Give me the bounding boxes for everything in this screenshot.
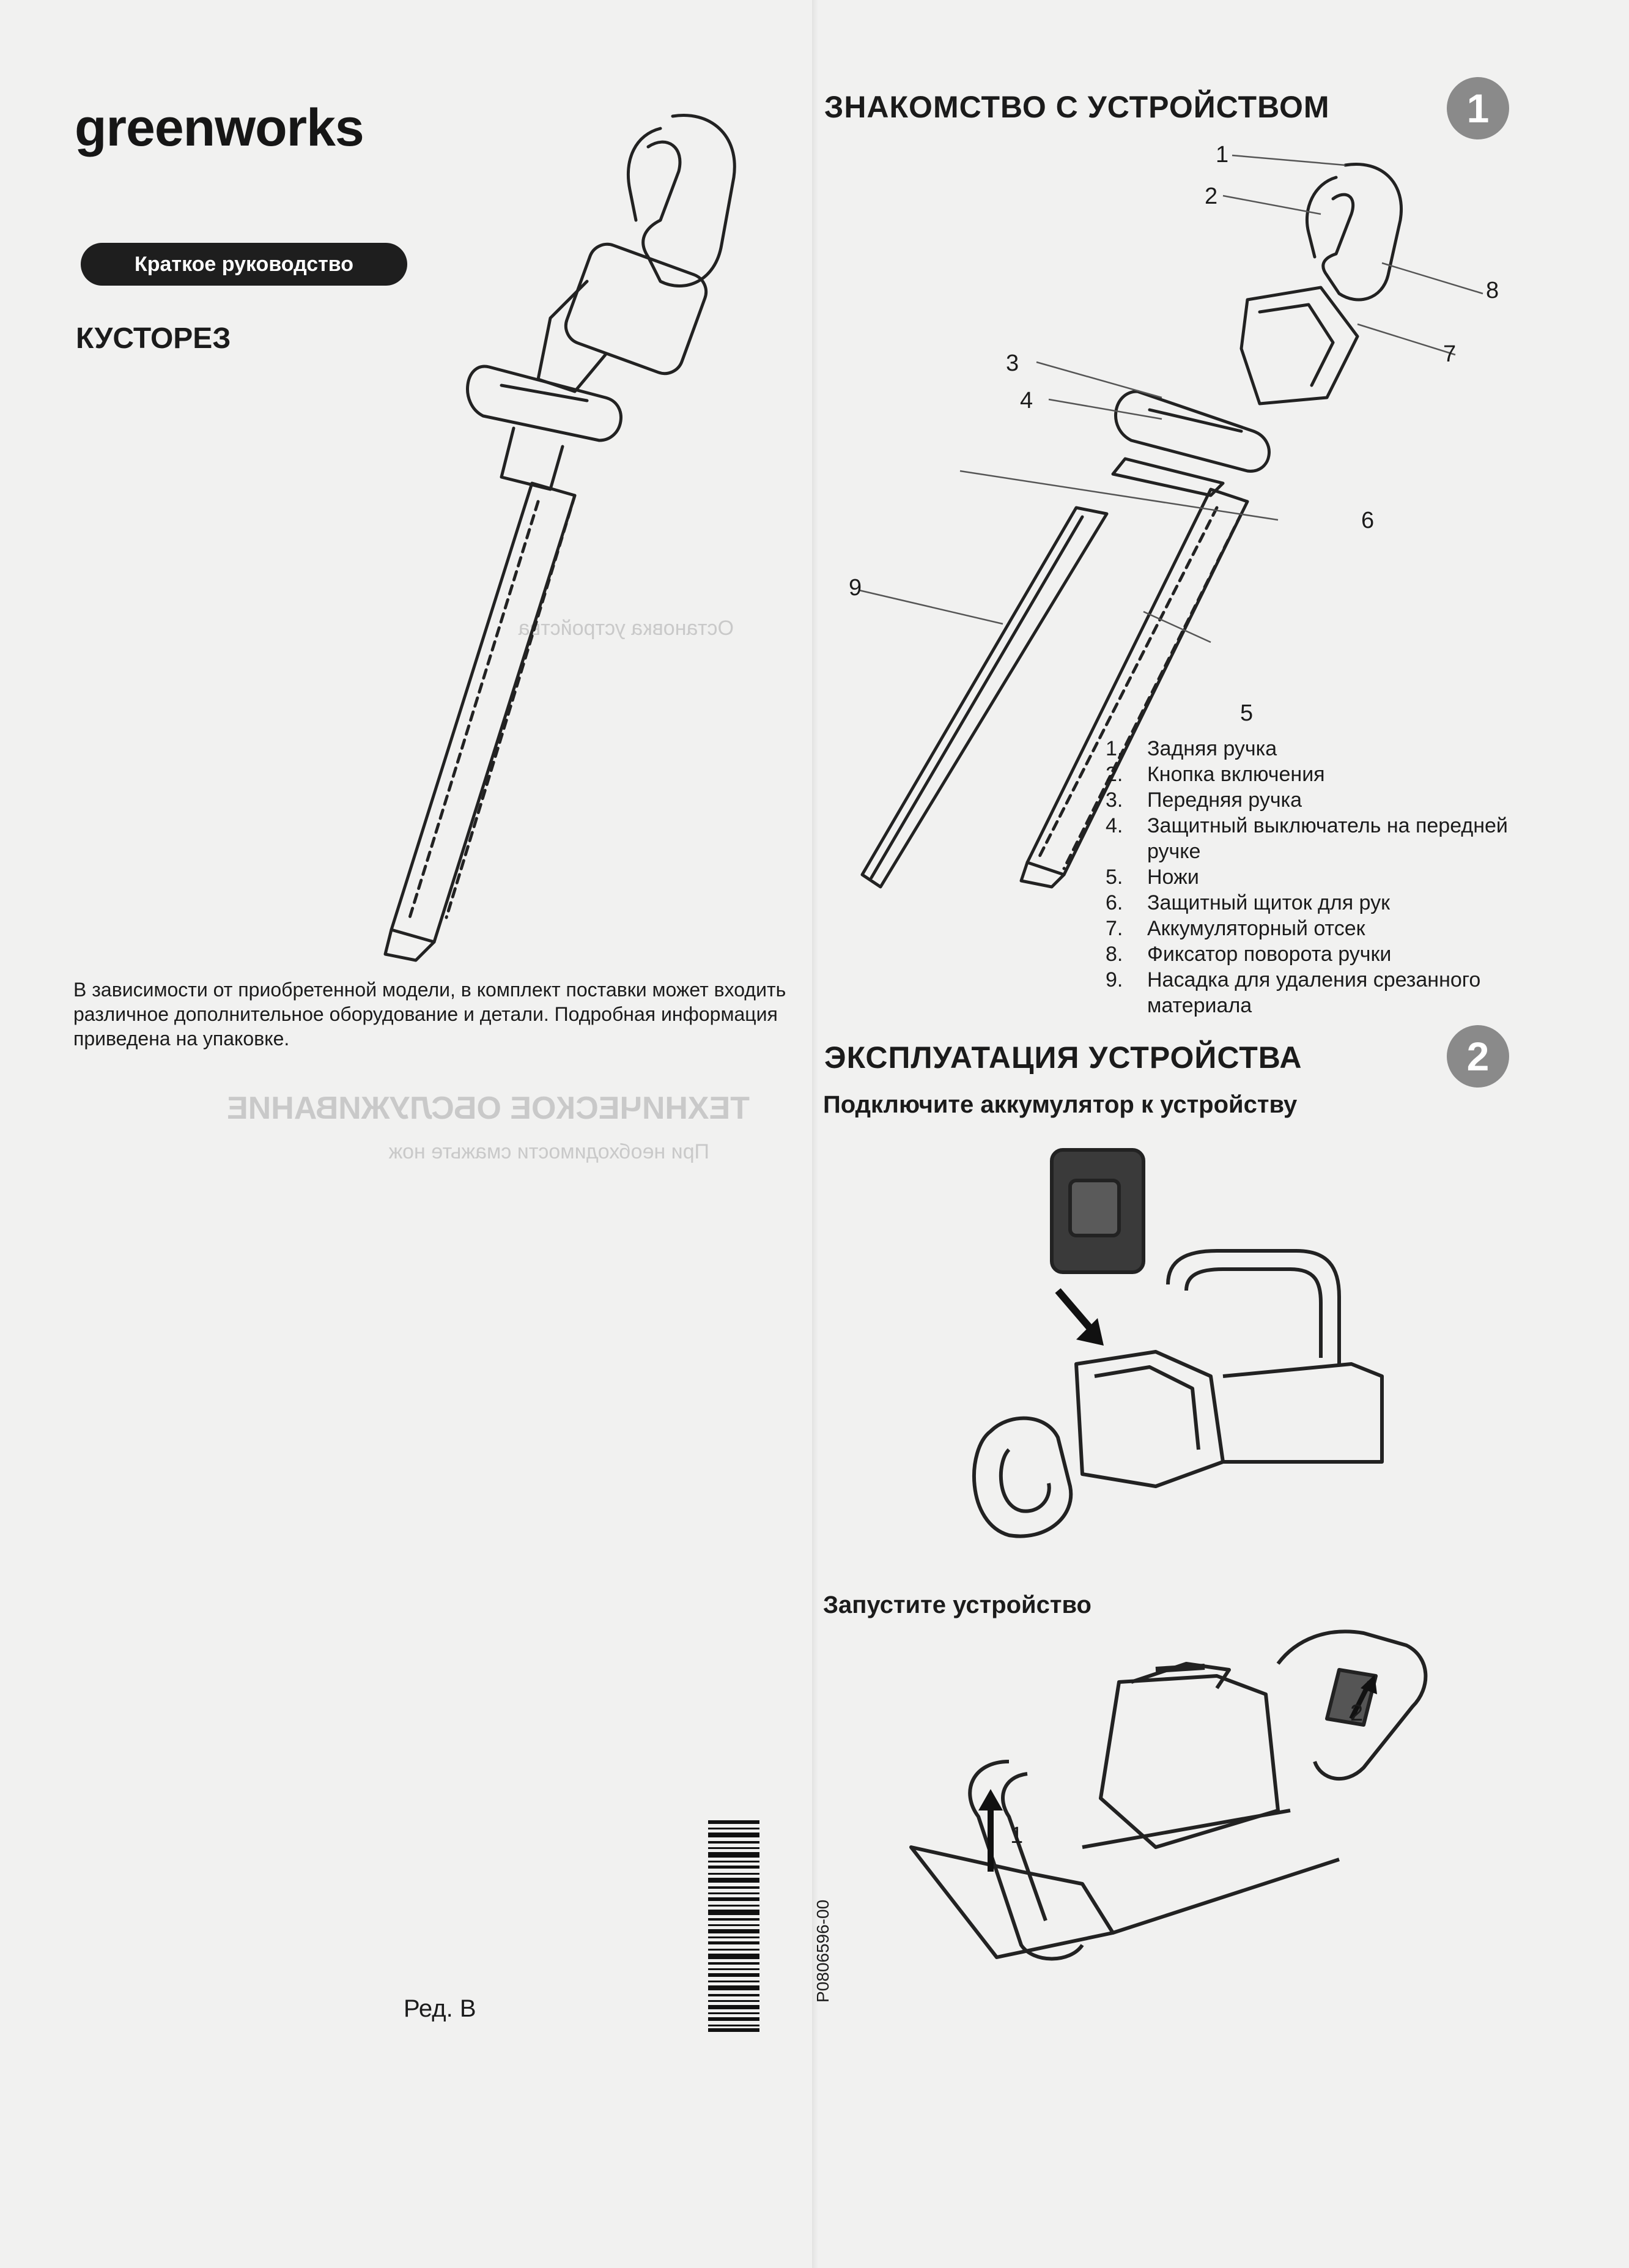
legend-item: 9. Насадка для удаления срезанного матери… bbox=[1106, 967, 1546, 1018]
battery-insertion-illustration bbox=[972, 1148, 1384, 1538]
show-through-maintenance-note: При необходимости смажьте нож bbox=[388, 1140, 709, 1163]
legend-text: Ножи bbox=[1147, 865, 1199, 889]
legend-number: 2. bbox=[1106, 763, 1123, 786]
callout-5: 5 bbox=[1240, 700, 1254, 726]
legend-item: 5. Ножи bbox=[1106, 864, 1546, 890]
legend-number: 9. bbox=[1106, 968, 1123, 991]
paper-fold bbox=[812, 0, 818, 2268]
legend-item: 8. Фиксатор поворота ручки bbox=[1106, 941, 1546, 967]
parts-legend: 1. Задняя ручка 2. Кнопка включения 3. Пере… bbox=[1106, 736, 1546, 1018]
start-callout-2: 2 bbox=[1350, 1700, 1364, 1726]
legend-item: 3. Передняя ручка bbox=[1106, 787, 1546, 813]
legend-item: 6. Защитный щиток для рук bbox=[1106, 890, 1546, 916]
callout-8: 8 bbox=[1486, 278, 1499, 303]
legend-number: 1. bbox=[1106, 737, 1123, 760]
section1-number-badge: 1 bbox=[1447, 77, 1509, 139]
legend-item: 4. Защитный выключатель на передней ручке bbox=[1106, 813, 1546, 864]
show-through-maintenance-heading: ТЕХНИЧЕСКОЕ ОБСЛУЖИВАНИЕ bbox=[227, 1091, 750, 1126]
callout-7: 7 bbox=[1443, 341, 1457, 367]
revision-label: Ред. В bbox=[404, 1995, 476, 2022]
callout-1: 1 bbox=[1216, 142, 1229, 168]
intro-paragraph: В зависимости от приобретенной модели, в… bbox=[73, 979, 786, 1050]
callout-3: 3 bbox=[1006, 350, 1019, 376]
callout-9: 9 bbox=[849, 575, 862, 601]
legend-text: Кнопка включения bbox=[1147, 763, 1325, 786]
section2-number-badge: 2 bbox=[1447, 1025, 1509, 1088]
start-device-illustration bbox=[909, 1629, 1428, 1961]
step-attach-battery: Подключите аккумулятор к устройству bbox=[823, 1091, 1298, 1118]
callout-2: 2 bbox=[1205, 183, 1218, 209]
section2-title: ЭКСПЛУАТАЦИЯ УСТРОЙСТВА bbox=[824, 1040, 1302, 1075]
legend-text: Передняя ручка bbox=[1147, 788, 1302, 812]
step-start-device: Запустите устройство bbox=[823, 1592, 1092, 1618]
legend-item: 2. Кнопка включения bbox=[1106, 762, 1546, 787]
callout-6: 6 bbox=[1361, 508, 1375, 533]
legend-text: Насадка для удаления срезанного материал… bbox=[1147, 968, 1481, 1017]
quick-guide-badge: Краткое руководство bbox=[81, 243, 407, 286]
start-callout-1: 1 bbox=[1010, 1823, 1024, 1848]
parts-diagram bbox=[859, 154, 1483, 889]
legend-item: 1. Задняя ручка bbox=[1106, 736, 1546, 762]
legend-number: 6. bbox=[1106, 891, 1123, 914]
legend-text: Фиксатор поворота ручки bbox=[1147, 943, 1392, 966]
legend-number: 8. bbox=[1106, 943, 1123, 966]
legend-text: Аккумуляторный отсек bbox=[1147, 917, 1365, 940]
legend-item: 7. Аккумуляторный отсек bbox=[1106, 916, 1546, 941]
legend-number: 7. bbox=[1106, 917, 1123, 940]
legend-number: 5. bbox=[1106, 865, 1123, 889]
legend-text: Защитный выключатель на передней ручке bbox=[1147, 814, 1508, 863]
product-title: КУСТОРЕЗ bbox=[76, 322, 231, 355]
part-number: P0806596-00 bbox=[813, 1899, 832, 2003]
section1-title: ЗНАКОМСТВО С УСТРОЙСТВОМ bbox=[824, 90, 1330, 124]
callout-4: 4 bbox=[1020, 388, 1033, 413]
legend-number: 4. bbox=[1106, 814, 1123, 837]
legend-text: Защитный щиток для рук bbox=[1147, 891, 1390, 914]
legend-text: Задняя ручка bbox=[1147, 737, 1277, 760]
legend-number: 3. bbox=[1106, 788, 1123, 812]
hedge-trimmer-illustration bbox=[383, 114, 736, 962]
brand-logo: greenworks bbox=[75, 98, 364, 157]
barcode bbox=[708, 1820, 759, 2032]
